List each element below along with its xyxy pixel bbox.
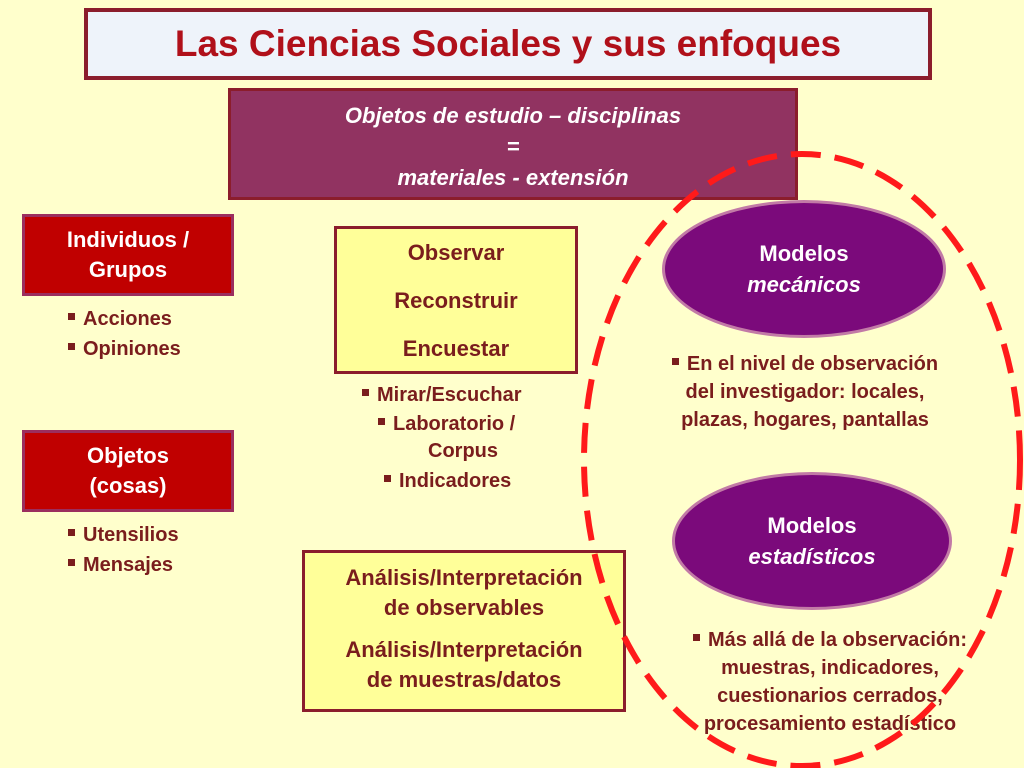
analysis-box: Análisis/Interpretación de observables A… (302, 550, 626, 712)
estadisticos-desc-1: Más allá de la observación: (650, 626, 1010, 654)
header-line-1: Objetos de estudio – disciplinas (344, 103, 682, 128)
analysis-line-2: de observables (383, 595, 545, 620)
bullet-icon (68, 343, 75, 351)
individuos-bullets: Acciones Opiniones (68, 304, 181, 364)
list-item: Opiniones (68, 334, 181, 364)
list-item: Utensilios (68, 520, 179, 550)
objetos-label-1: Objetos (87, 443, 169, 468)
individuos-label-2: Grupos (88, 257, 168, 282)
list-item: Mirar/Escuchar (362, 380, 562, 410)
list-item: Indicadores (384, 464, 562, 498)
method-encuestar: Encuestar (402, 336, 510, 361)
bullet-icon (378, 418, 385, 426)
estadisticos-line-1: Modelos (767, 513, 857, 538)
estadisticos-line-2: estadísticos (748, 544, 876, 569)
objetos-box: Objetos (cosas) (22, 430, 234, 512)
analysis-line-1: Análisis/Interpretación (345, 565, 583, 590)
individuos-label-1: Individuos / (66, 227, 190, 252)
method-observar: Observar (407, 240, 505, 265)
bullet-icon (68, 559, 75, 567)
mecanicos-description: En el nivel de observación del investiga… (630, 350, 980, 434)
mecanicos-line-2: mecánicos (747, 272, 861, 297)
bullet-icon (384, 475, 391, 483)
methods-box: Observar Reconstruir Encuestar (334, 226, 578, 374)
bullet-icon (68, 313, 75, 321)
modelos-mecanicos-oval: Modelos mecánicos (662, 200, 946, 338)
bullet-icon (693, 634, 700, 642)
estadisticos-desc-3: cuestionarios cerrados, (717, 685, 943, 707)
header-line-2: = (506, 134, 520, 159)
individuos-box: Individuos / Grupos (22, 214, 234, 296)
estadisticos-description: Más allá de la observación: muestras, in… (650, 626, 1010, 738)
mecanicos-line-1: Modelos (759, 241, 849, 266)
mecanicos-desc-2: del investigador: locales, (685, 381, 925, 403)
page-title: Las Ciencias Sociales y sus enfoques (84, 8, 932, 80)
mecanicos-desc-3: plazas, hogares, pantallas (681, 409, 929, 431)
objetos-label-2: (cosas) (89, 473, 167, 498)
analysis-line-3: Análisis/Interpretación (345, 637, 583, 662)
title-text: Las Ciencias Sociales y sus enfoques (174, 23, 842, 64)
list-item: Laboratorio / (378, 410, 562, 438)
objetos-bullets: Utensilios Mensajes (68, 520, 179, 580)
header-box: Objetos de estudio – disciplinas = mater… (228, 88, 798, 200)
method-reconstruir: Reconstruir (394, 288, 518, 313)
estadisticos-desc-4: procesamiento estadístico (703, 713, 957, 735)
methods-bullets: Mirar/Escuchar Laboratorio / Corpus Indi… (362, 380, 562, 498)
list-item: Acciones (68, 304, 181, 334)
list-item: Mensajes (68, 550, 179, 580)
modelos-estadisticos-oval: Modelos estadísticos (672, 472, 952, 610)
mecanicos-desc-1: En el nivel de observación (630, 350, 980, 378)
header-line-3: materiales - extensión (397, 165, 629, 190)
bullet-icon (68, 529, 75, 537)
list-item-continuation: Corpus (428, 440, 498, 462)
bullet-icon (362, 389, 369, 397)
analysis-line-4: de muestras/datos (366, 667, 562, 692)
estadisticos-desc-2: muestras, indicadores, (721, 657, 939, 679)
bullet-icon (671, 358, 679, 366)
